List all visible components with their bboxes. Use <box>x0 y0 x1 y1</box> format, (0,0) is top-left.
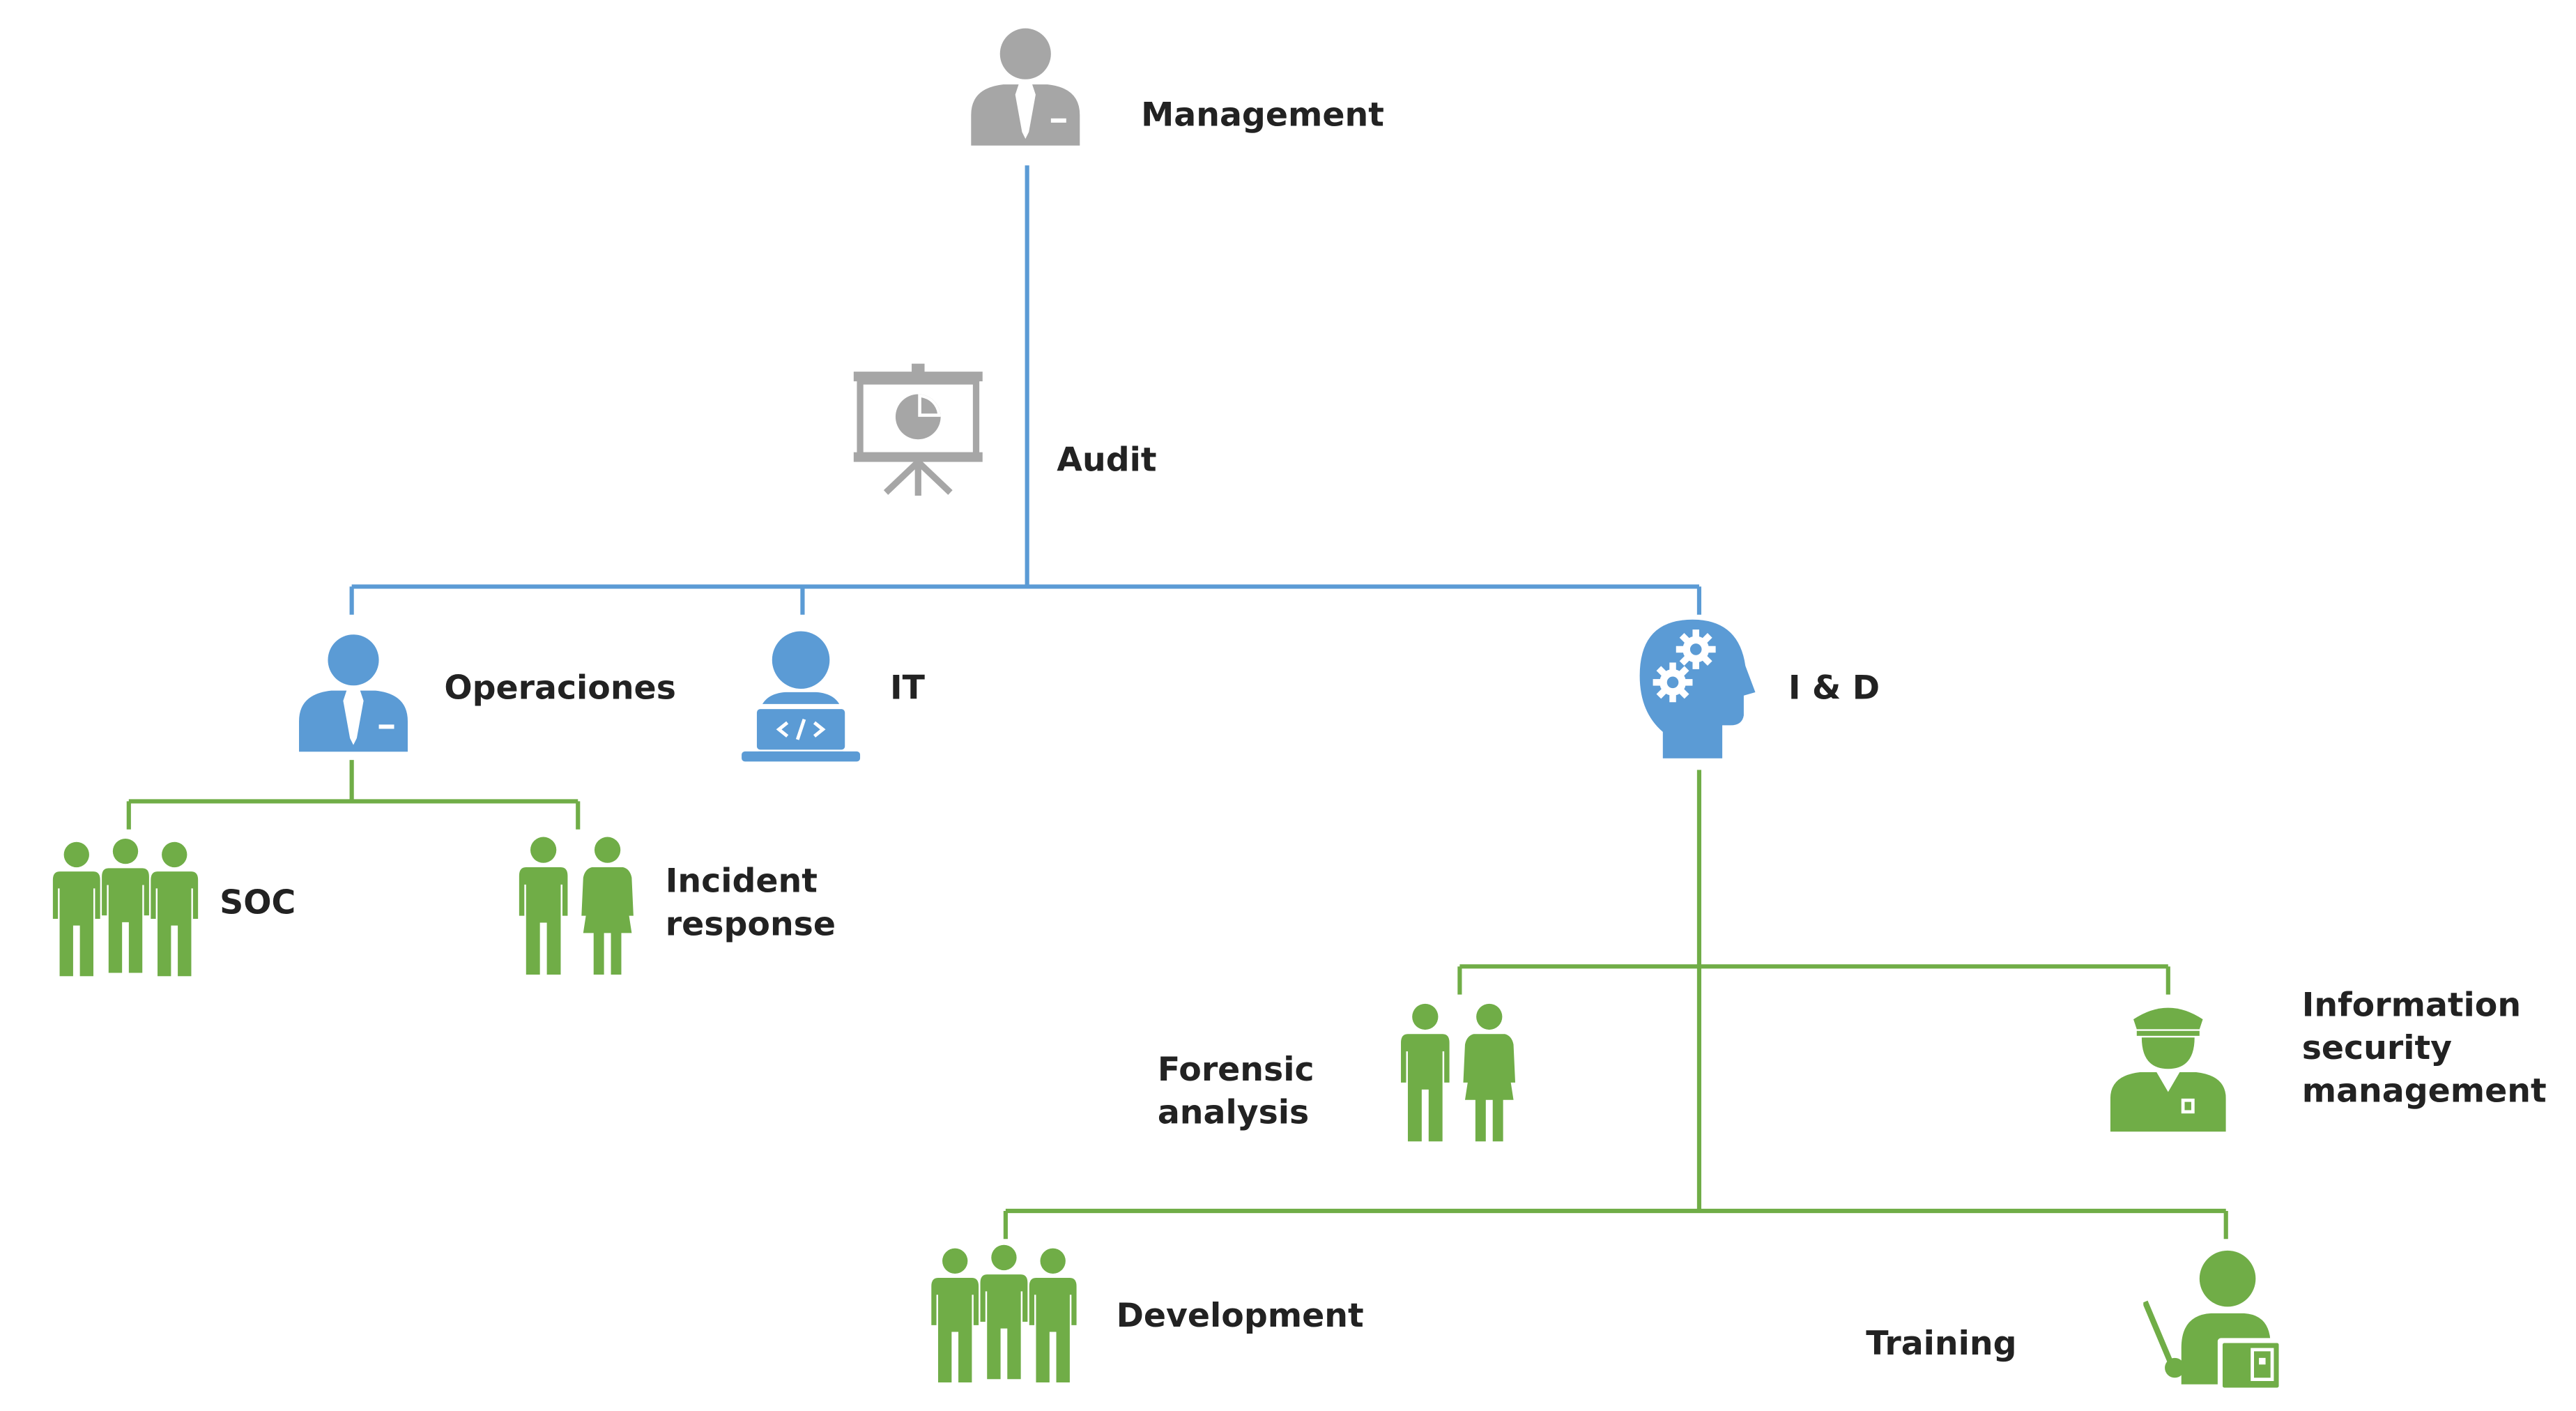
it-label: IT <box>890 669 926 708</box>
infosec-label-line1: Information <box>2302 986 2521 1024</box>
node-labels: Management Audit Operaciones IT I & D SO… <box>220 96 2547 1363</box>
group-of-three-icon <box>53 839 198 976</box>
incident-label-line1: Incident <box>666 862 818 901</box>
soc-label: SOC <box>220 884 296 922</box>
infosec-label-line3: management <box>2302 1072 2547 1111</box>
teacher-icon <box>2145 1251 2284 1388</box>
incident-label-line2: response <box>666 905 836 943</box>
presentation-board-icon <box>854 364 983 496</box>
couple-icon <box>519 837 634 975</box>
management-label: Management <box>1141 96 1384 134</box>
forensic-label-line1: Forensic <box>1158 1051 1314 1089</box>
training-label: Training <box>1866 1325 2016 1363</box>
ind-label: I & D <box>1788 669 1880 708</box>
green-connectors <box>126 760 2228 1240</box>
executive-person-icon <box>971 28 1080 146</box>
infosec-label-line2: security <box>2302 1029 2452 1067</box>
operaciones-label: Operaciones <box>444 669 676 708</box>
officer-icon <box>2110 1007 2226 1132</box>
audit-label: Audit <box>1057 441 1156 480</box>
laptop-developer-icon <box>742 631 860 761</box>
couple-icon <box>1401 1004 1515 1142</box>
group-of-three-icon <box>931 1245 1076 1382</box>
forensic-label-line2: analysis <box>1158 1093 1309 1131</box>
development-label: Development <box>1117 1297 1364 1335</box>
blue-connectors <box>349 165 1702 615</box>
head-gears-icon <box>1639 619 1756 758</box>
executive-person-icon <box>299 634 408 752</box>
